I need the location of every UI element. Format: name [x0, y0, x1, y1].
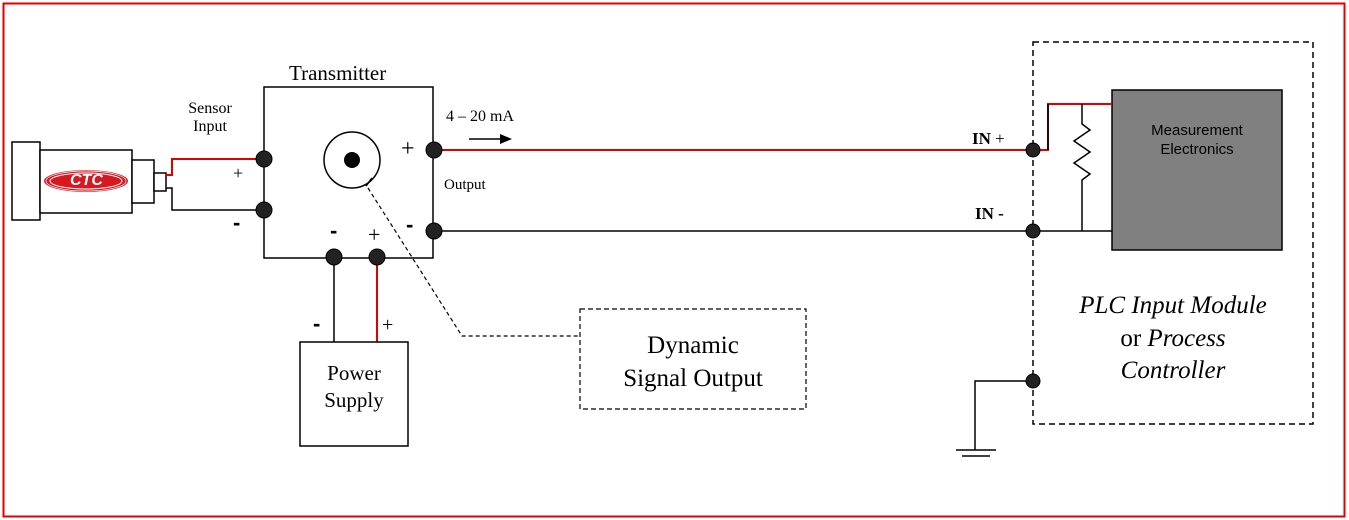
sensor-plus-wire	[166, 158, 263, 176]
plc-caption-process: Process	[1147, 324, 1226, 352]
measurement-electronics-line2: Electronics	[1160, 140, 1234, 158]
current-arrow	[469, 134, 512, 144]
measurement-electronics-box	[1111, 89, 1283, 251]
transmitter-connector	[323, 131, 381, 189]
output-minus-label: -	[406, 212, 414, 237]
plc-caption-line2: or Process	[1033, 323, 1313, 356]
dynamic-output-label: Dynamic Signal Output	[580, 330, 806, 395]
power-supply-box	[299, 341, 409, 447]
output-label: Output	[444, 177, 486, 193]
terminals	[255, 141, 1041, 389]
measurement-electronics-label: Measurement Electronics	[1112, 122, 1282, 160]
power-supply-plus-label: +	[382, 314, 394, 336]
sensor-plus-terminal	[255, 150, 273, 168]
sensor	[11, 141, 167, 221]
sensor-minus-terminal	[255, 201, 273, 219]
power-terminal-plus-label: +	[368, 222, 381, 247]
power-supply-label: Power Supply	[300, 360, 408, 415]
dynamic-output-line1: Dynamic	[647, 332, 739, 359]
power-plus-terminal	[368, 248, 386, 266]
plc-caption-line3: Controller	[1120, 357, 1226, 384]
power-supply-line2: Supply	[324, 388, 384, 413]
plc-caption: PLC Input Module or Process Controller	[1033, 290, 1313, 388]
plc-caption-line1: PLC Input Module	[1079, 292, 1267, 319]
plc-in-plus-label: IN +	[972, 130, 1005, 147]
sensor-minus-wire	[166, 187, 263, 211]
plc-ground-terminal	[1025, 373, 1041, 389]
transmitter-title: Transmitter	[289, 61, 387, 85]
output-plus-terminal	[425, 141, 443, 159]
power-minus-terminal	[325, 248, 343, 266]
sensor-minus-label: -	[233, 210, 241, 235]
plc-in-minus-label: IN -	[975, 204, 1004, 223]
output-current-label: 4 – 20 mA	[446, 108, 514, 125]
measurement-electronics-line1: Measurement	[1151, 122, 1243, 139]
sensor-input-label: Sensor Input	[180, 100, 240, 137]
power-supply-minus-label: -	[313, 311, 321, 336]
dynamic-output-leader	[367, 187, 580, 337]
plc-in-plus-text: IN	[972, 129, 991, 148]
sensor-input-line1: Sensor	[188, 100, 232, 117]
plc-in-plus-sign: +	[995, 129, 1005, 148]
ctc-logo-text: CTC	[70, 172, 103, 189]
plc-in-minus-terminal	[1025, 223, 1041, 239]
dynamic-output-box	[579, 308, 807, 410]
sensor-input-line2: Input	[193, 118, 227, 136]
power-supply-line1: Power	[327, 361, 381, 385]
sensor-plus-label: +	[233, 163, 244, 183]
plc-caption-or: or	[1120, 324, 1142, 352]
dynamic-output-line2: Signal Output	[623, 364, 763, 392]
resistor-network	[1040, 103, 1112, 232]
ctc-logo	[44, 170, 128, 192]
output-minus-terminal	[425, 222, 443, 240]
output-plus-label: +	[401, 136, 415, 162]
plc-in-plus-terminal	[1025, 142, 1041, 158]
power-terminal-minus-label: -	[330, 218, 338, 243]
ground-symbol	[956, 380, 1033, 457]
